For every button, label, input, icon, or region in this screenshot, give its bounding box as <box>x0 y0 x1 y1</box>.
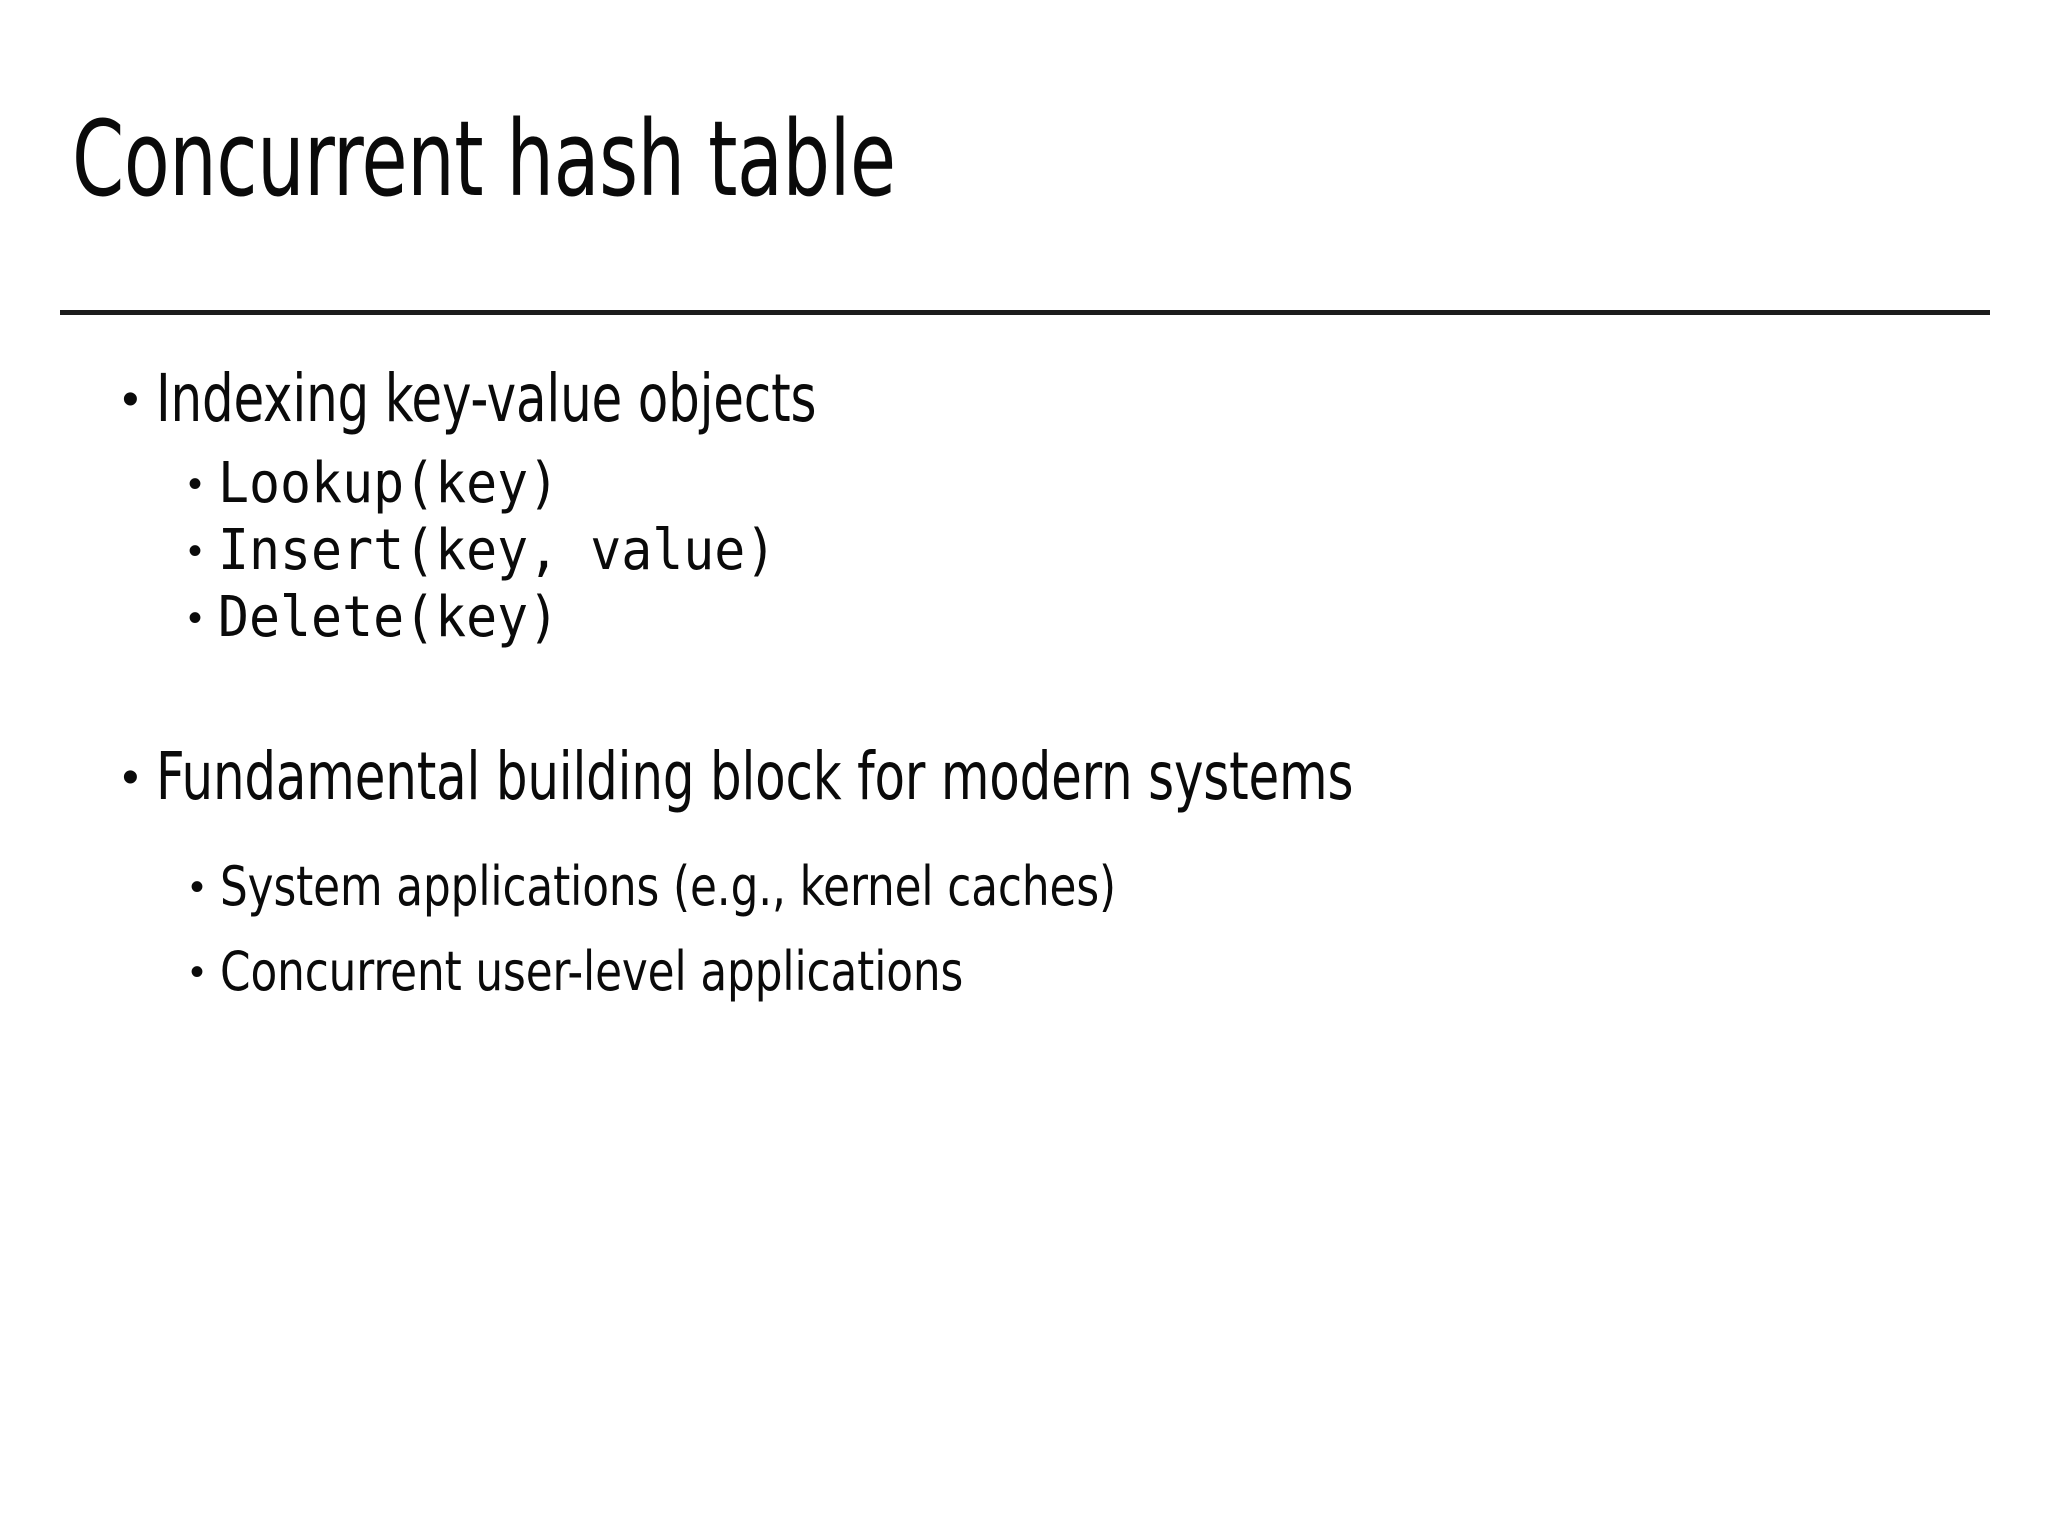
bullet-level2-lookup: • Lookup(key) <box>0 451 2048 516</box>
bullet-level2-delete: • Delete(key) <box>0 585 2048 650</box>
bullet-dot-icon: • <box>190 865 205 909</box>
bullet-level2-insert: • Insert(key, value) <box>0 518 2048 583</box>
bullet-level1-indexing: • Indexing key-value objects <box>0 360 2048 437</box>
bullet-level2-label: System applications (e.g., kernel caches… <box>220 855 1116 918</box>
code-operations-list: • Lookup(key) • Insert(key, value) • Del… <box>0 451 2048 650</box>
applications-list: • System applications (e.g., kernel cach… <box>0 855 2048 1003</box>
bullet-dot-icon: • <box>188 529 203 573</box>
bullet-level2-system-applications: • System applications (e.g., kernel cach… <box>0 855 2048 918</box>
bullet-dot-icon: • <box>188 462 203 506</box>
bullet-level2-label: Delete(key) <box>218 585 560 650</box>
bullet-dot-icon: • <box>188 596 203 640</box>
bullet-level2-label: Insert(key, value) <box>218 518 777 583</box>
bullet-level2-label: Concurrent user-level applications <box>220 940 964 1003</box>
section-spacer <box>0 652 2048 738</box>
bullet-level1-label: Fundamental building block for modern sy… <box>156 738 1354 815</box>
subsection-spacer <box>0 821 2048 855</box>
bullet-level1-building-block: • Fundamental building block for modern … <box>0 738 2048 815</box>
bullet-level2-user-level-applications: • Concurrent user-level applications <box>0 940 2048 1003</box>
title-divider <box>60 310 1990 315</box>
bullet-level2-label: Lookup(key) <box>218 451 560 516</box>
slide-body: • Indexing key-value objects • Lookup(ke… <box>0 360 2048 1025</box>
bullet-dot-icon: • <box>122 373 139 426</box>
bullet-dot-icon: • <box>190 950 205 994</box>
page-title: Concurrent hash table <box>72 98 896 220</box>
bullet-level1-label: Indexing key-value objects <box>156 360 817 437</box>
bullet-dot-icon: • <box>122 751 139 804</box>
